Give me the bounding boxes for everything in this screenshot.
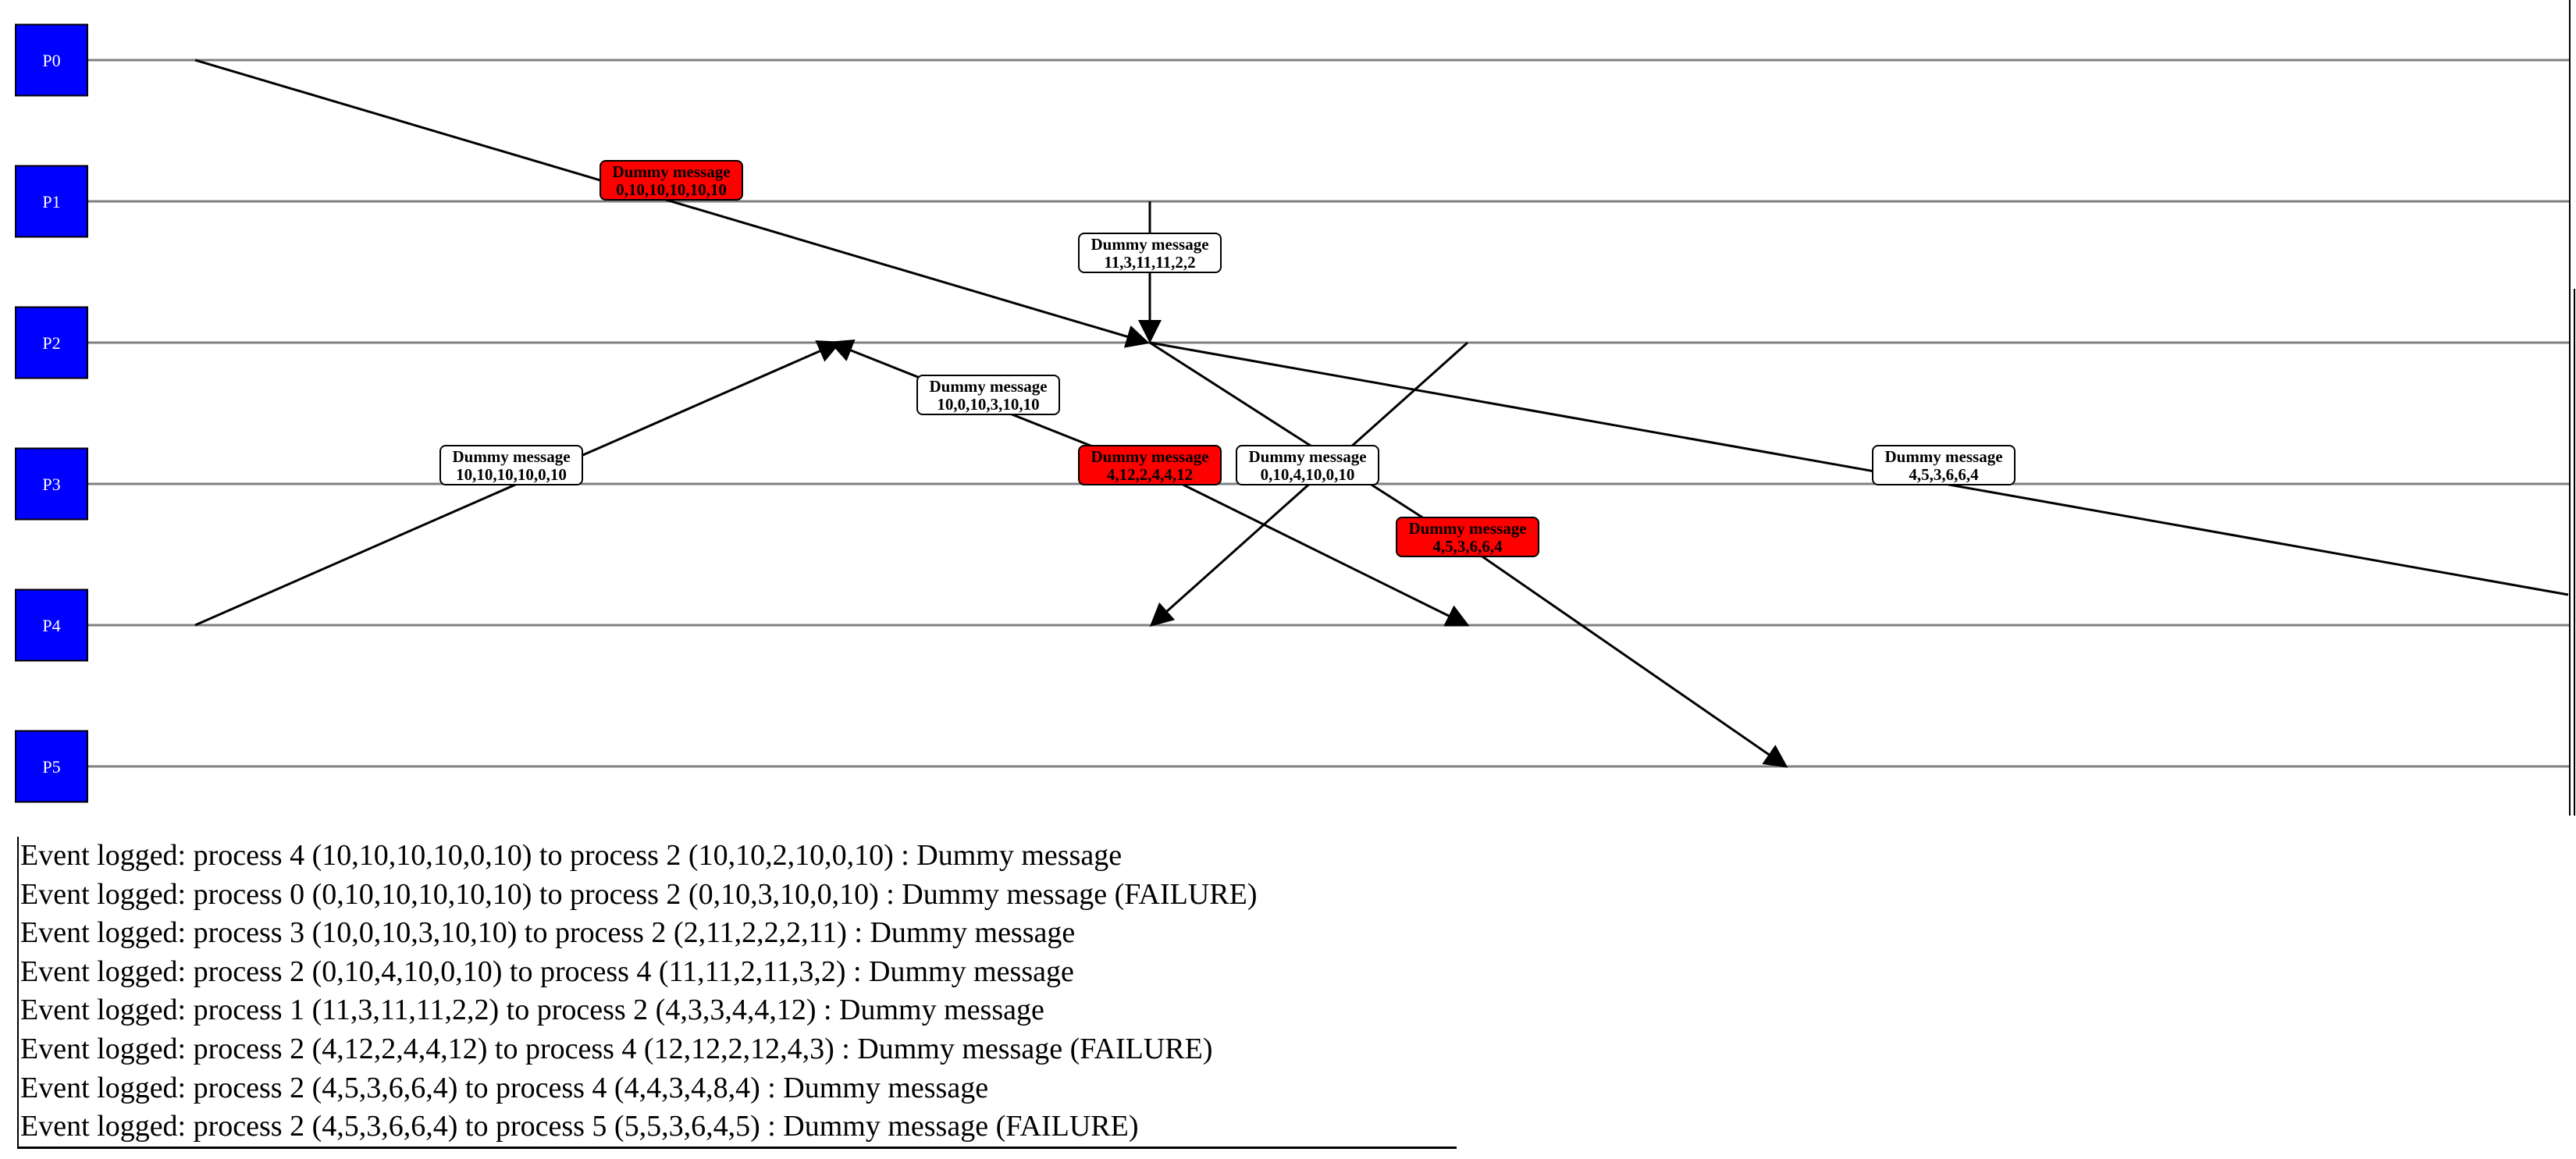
timelines [87,0,2575,816]
message-title: Dummy message [929,377,1047,396]
process-label: P1 [42,192,60,212]
message-title: Dummy message [1408,519,1526,538]
message-clock: 10,0,10,3,10,10 [937,395,1039,414]
message-clock: 4,5,3,6,6,4 [1909,465,1979,484]
message-title: Dummy message [1884,447,2002,466]
process-label: P0 [42,51,60,70]
message-title: Dummy message [1248,447,1366,466]
log-entry: Event logged: process 2 (0,10,4,10,0,10)… [20,955,1074,988]
message-clock: 10,10,10,10,0,10 [456,465,567,484]
message-title: Dummy message [1091,235,1208,254]
process-box-p3: P3 [15,447,88,521]
message-clock: 4,5,3,6,6,4 [1432,537,1503,556]
process-box-p0: P0 [15,23,88,97]
process-label: P5 [42,757,60,777]
event-log: Event logged: process 4 (10,10,10,10,0,1… [17,837,1457,1149]
log-entry: Event logged: process 4 (10,10,10,10,0,1… [20,839,1123,872]
message-arrow [1149,467,1470,627]
process-label: P4 [42,616,60,635]
log-entry: Event logged: process 2 (4,12,2,4,4,12) … [20,1032,1213,1065]
message-clock: 0,10,4,10,0,10 [1261,465,1355,484]
process-box-p5: P5 [15,730,88,803]
message-title: Dummy message [452,447,570,466]
process-label: P2 [42,333,60,353]
log-entry: Event logged: process 1 (11,3,11,11,2,2)… [20,994,1044,1027]
process-box-p4: P4 [15,588,88,662]
message-arrow [1149,341,2569,596]
log-entry: Event logged: process 0 (0,10,10,10,10,1… [20,877,1258,911]
log-entry: Event logged: process 3 (10,0,10,3,10,10… [20,916,1076,950]
message-title: Dummy message [612,162,730,181]
message-arrow [194,59,1150,348]
message-clock: 0,10,10,10,10,10 [616,180,727,199]
log-entry: Event logged: process 2 (4,5,3,6,6,4) to… [20,1110,1139,1143]
process-box-p2: P2 [15,306,88,379]
process-box-p1: P1 [15,165,88,238]
message-clock: 4,12,2,4,4,12 [1107,465,1193,484]
process-label: P3 [42,475,60,494]
message-clock: 11,3,11,11,2,2 [1104,253,1195,272]
message-arrows [194,59,2569,768]
log-entry: Event logged: process 2 (4,5,3,6,6,4) to… [20,1071,989,1104]
message-title: Dummy message [1091,447,1208,466]
